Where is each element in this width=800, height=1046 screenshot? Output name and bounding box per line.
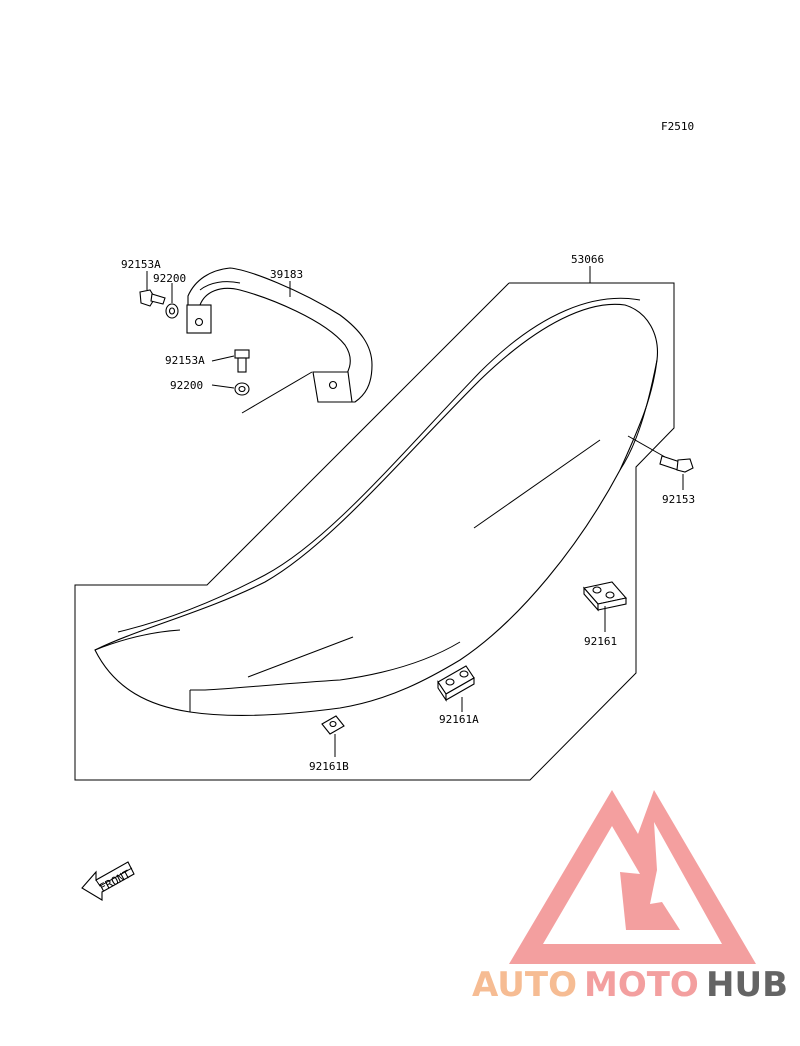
label-bolt-rear: 92153 [662, 493, 695, 506]
label-bolt-lower: 92153A [165, 354, 205, 367]
logo-text-hub: HUB [706, 965, 788, 1005]
bolt-upper [139, 289, 166, 307]
alignment-line [241, 371, 313, 414]
bolt-lower [234, 349, 250, 373]
label-strap: 39183 [270, 268, 303, 281]
logo-text-moto: MOTO [584, 965, 699, 1005]
seat [94, 297, 658, 717]
leader-lines [146, 266, 684, 757]
washer-upper [165, 303, 179, 319]
logo-text-auto: AUTO [472, 965, 577, 1005]
label-washer-lower: 92200 [170, 379, 203, 392]
label-washer-upper: 92200 [153, 272, 186, 285]
clip-c [321, 715, 345, 735]
washer-lower [234, 382, 250, 396]
label-clip-a: 92161 [584, 635, 617, 648]
label-clip-c: 92161B [309, 760, 349, 773]
label-seat: 53066 [571, 253, 604, 266]
assembly-outline [74, 282, 675, 781]
figure-code: F2510 [661, 120, 694, 133]
clip-a [582, 581, 628, 612]
clip-b [437, 665, 475, 702]
front-arrow: FRONT [81, 861, 135, 901]
strap [186, 267, 373, 403]
logo-triangle [509, 790, 756, 964]
label-bolt-upper: 92153A [121, 258, 161, 271]
label-clip-b: 92161A [439, 713, 479, 726]
bolt-rear [627, 435, 694, 473]
watermark-logo: AUTO MOTO HUB [472, 790, 788, 1005]
